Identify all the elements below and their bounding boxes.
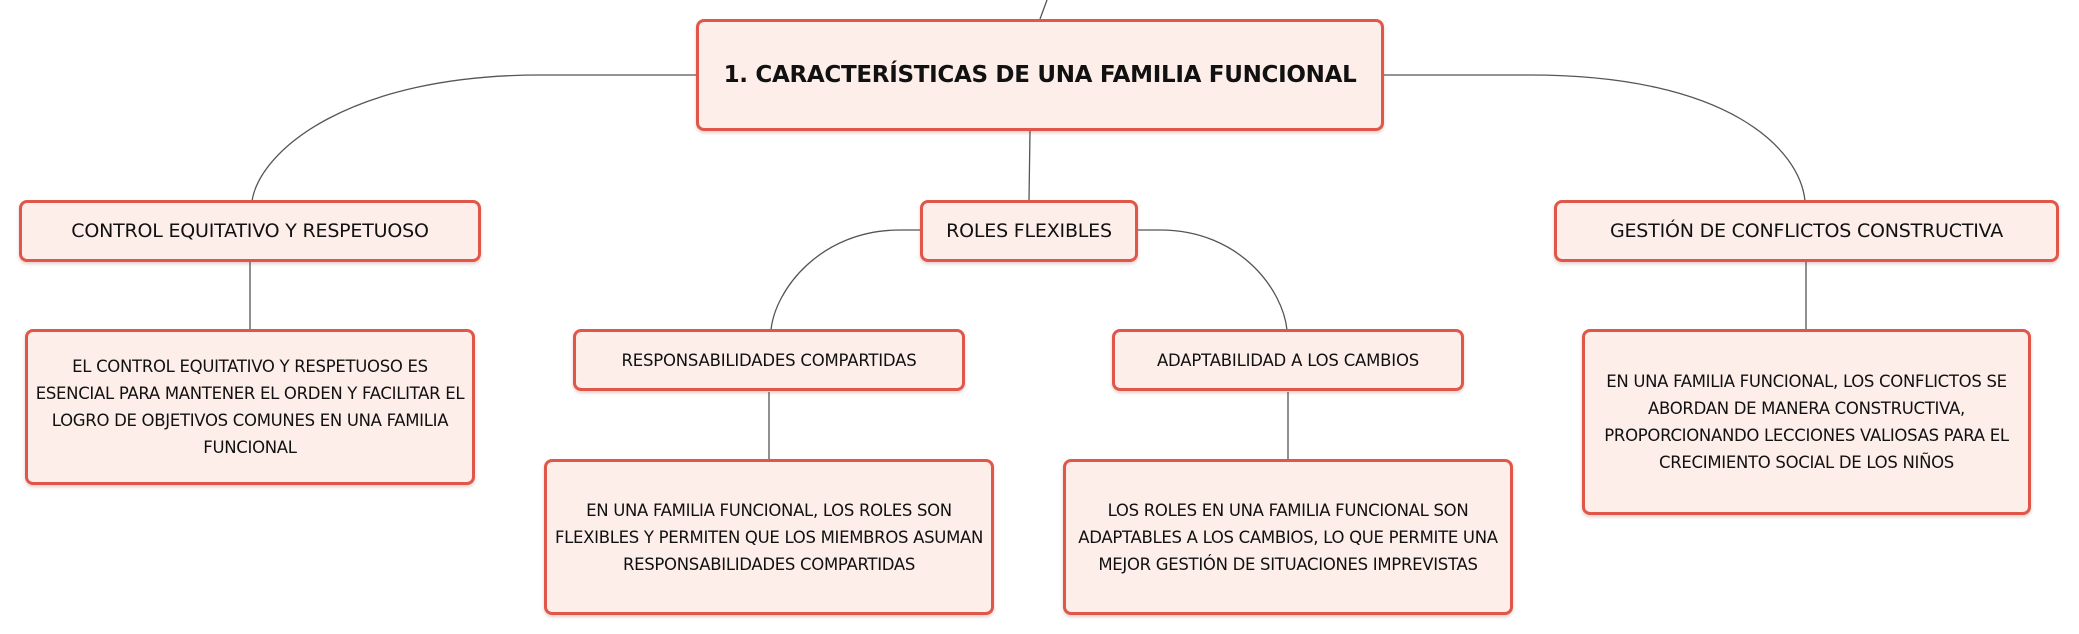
detail-gestion-conflictos[interactable]: EN UNA FAMILIA FUNCIONAL, LOS CONFLICTOS… (1582, 329, 2031, 515)
root-title: 1. CARACTERÍSTICAS DE UNA FAMILIA FUNCIO… (723, 62, 1357, 88)
detail-responsabilidades-compartidas[interactable]: EN UNA FAMILIA FUNCIONAL, LOS ROLES SON … (544, 459, 994, 615)
subbranch-adaptabilidad-cambios[interactable]: ADAPTABILIDAD A LOS CAMBIOS (1112, 329, 1464, 391)
detail-text: EN UNA FAMILIA FUNCIONAL, LOS ROLES SON … (554, 500, 984, 574)
subbranch-responsabilidades-compartidas[interactable]: RESPONSABILIDADES COMPARTIDAS (573, 329, 965, 391)
branch-label: CONTROL EQUITATIVO Y RESPETUOSO (71, 220, 429, 242)
detail-text: LOS ROLES EN UNA FAMILIA FUNCIONAL SON A… (1078, 500, 1498, 574)
branch-label: ROLES FLEXIBLES (946, 220, 1112, 242)
connector-root-to-roles (1028, 130, 1031, 202)
branch-gestion-conflictos[interactable]: GESTIÓN DE CONFLICTOS CONSTRUCTIVA (1554, 200, 2059, 262)
branch-control-equitativo[interactable]: CONTROL EQUITATIVO Y RESPETUOSO (19, 200, 481, 262)
detail-control-equitativo[interactable]: EL CONTROL EQUITATIVO Y RESPETUOSO ES ES… (25, 329, 475, 485)
connector-root-to-control (251, 74, 696, 202)
connector-roles-to-responsabilidades (770, 229, 920, 331)
connector-root-to-conflictos (1384, 74, 1806, 202)
branch-roles-flexibles[interactable]: ROLES FLEXIBLES (920, 200, 1138, 262)
subbranch-label: RESPONSABILIDADES COMPARTIDAS (621, 350, 917, 370)
detail-text: EL CONTROL EQUITATIVO Y RESPETUOSO ES ES… (35, 357, 465, 457)
branch-label: GESTIÓN DE CONFLICTOS CONSTRUCTIVA (1609, 220, 2004, 242)
detail-adaptabilidad-cambios[interactable]: LOS ROLES EN UNA FAMILIA FUNCIONAL SON A… (1063, 459, 1513, 615)
root-node[interactable]: 1. CARACTERÍSTICAS DE UNA FAMILIA FUNCIO… (696, 19, 1384, 131)
detail-text: EN UNA FAMILIA FUNCIONAL, LOS CONFLICTOS… (1604, 372, 2009, 472)
subbranch-label: ADAPTABILIDAD A LOS CAMBIOS (1156, 350, 1420, 370)
connector-incoming-top (1039, 0, 1048, 20)
connector-roles-to-adaptabilidad (1138, 229, 1288, 331)
